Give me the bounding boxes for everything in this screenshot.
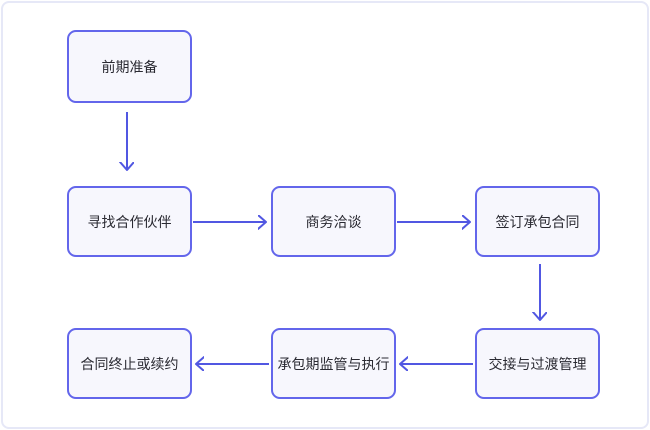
flow-node-find-partners: 寻找合作伙伴 bbox=[67, 186, 192, 257]
flow-node-handover-transition: 交接与过渡管理 bbox=[475, 328, 600, 399]
flow-node-preparation: 前期准备 bbox=[67, 30, 192, 103]
flow-node-label: 寻找合作伙伴 bbox=[87, 213, 172, 230]
flow-node-termination-renewal: 合同终止或续约 bbox=[67, 328, 192, 399]
flow-node-label: 前期准备 bbox=[101, 58, 158, 75]
flow-node-business-negotiation: 商务洽谈 bbox=[271, 186, 396, 257]
flow-node-label: 承包期监管与执行 bbox=[277, 355, 390, 372]
flow-node-sign-contract: 签订承包合同 bbox=[475, 186, 600, 257]
flow-node-label: 签订承包合同 bbox=[495, 213, 580, 230]
flow-node-label: 交接与过渡管理 bbox=[488, 355, 587, 372]
flow-node-supervision-execution: 承包期监管与执行 bbox=[271, 328, 396, 399]
flow-node-label: 合同终止或续约 bbox=[80, 355, 179, 372]
flow-node-label: 商务洽谈 bbox=[305, 213, 362, 230]
